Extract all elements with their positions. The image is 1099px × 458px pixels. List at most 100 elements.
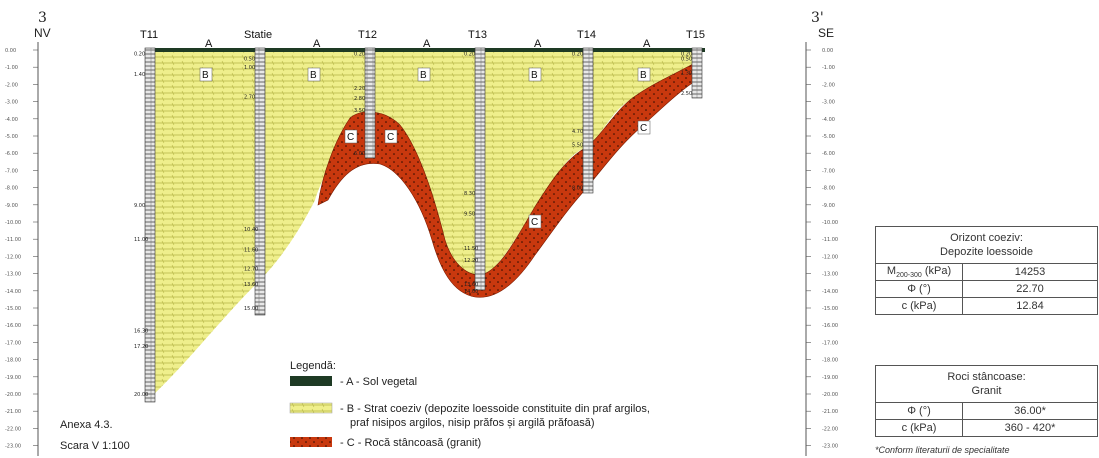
borehole-label: T11 — [140, 29, 158, 41]
left-end-number: 3 — [38, 10, 47, 26]
vegetal-soil-layer-a — [145, 48, 705, 52]
zone-label-b-box — [528, 67, 542, 82]
borehole-depth-value: 0.50 — [244, 57, 255, 63]
borehole-label: T12 — [358, 29, 377, 41]
table-row: c (kPa) 12.84 — [875, 297, 1098, 316]
zone-label-c-box — [344, 129, 358, 144]
legend-item-c: - C - Rocă stâncoasă (granit) — [340, 437, 481, 449]
borehole-depth-value: 12.20 — [464, 258, 478, 264]
boreholes: T110.201.409.0011.0016.3017.2020.00Stati… — [134, 29, 705, 403]
borehole-depth-value: 17.20 — [134, 344, 148, 350]
depth-tick-label: -20.00 — [5, 392, 21, 398]
depth-tick-label: -2.00 — [5, 82, 18, 88]
geological-profile: 3 NV 3' SE 0.00-1.00-2.00-3.00-4.00-5.00… — [5, 10, 838, 456]
depth-tick-label: -19.00 — [822, 375, 838, 381]
depth-tick-label: -3.00 — [5, 100, 18, 106]
zone-label-a: A — [423, 38, 431, 50]
borehole-depth-value: 9.50 — [464, 211, 475, 217]
borehole-column — [144, 47, 156, 403]
rock-layer-c — [317, 59, 701, 298]
borehole-depth-value: 2.50 — [681, 91, 692, 97]
depth-tick-label: -5.00 — [822, 134, 835, 140]
param-value: 12.84 — [962, 297, 1098, 316]
depth-tick-label: -17.00 — [822, 340, 838, 346]
cohesive-parameters-table: Orizont coeziv: Depozite loessoide M200-… — [875, 226, 1098, 316]
rock-table-title: Roci stâncoase: — [947, 371, 1026, 383]
param-value: 36.00* — [962, 402, 1098, 420]
param-unit: (kPa) — [921, 265, 952, 277]
zone-label-b: B — [640, 70, 647, 81]
depth-tick-label: -3.00 — [822, 100, 835, 106]
depth-tick-label: -23.00 — [822, 444, 838, 450]
borehole-depth-value: 5.50 — [572, 143, 583, 149]
depth-tick-label: -11.00 — [822, 237, 838, 243]
depth-tick-label: -18.00 — [822, 358, 838, 364]
depth-tick-label: -17.00 — [5, 340, 21, 346]
depth-tick-label: -22.00 — [822, 426, 838, 432]
borehole-depth-value: 9.00 — [134, 203, 145, 209]
zone-label-a: A — [534, 38, 542, 50]
param-value: 360 - 420* — [962, 419, 1098, 437]
cohesive-table-title: Orizont coeziv: — [950, 232, 1023, 244]
depth-tick-label: -19.00 — [5, 375, 21, 381]
param-label: Φ (°) — [875, 402, 963, 420]
borehole-label: Statie — [244, 29, 272, 41]
depth-tick-label: -13.00 — [5, 272, 21, 278]
zone-label-b: B — [202, 70, 209, 81]
borehole-depth-value: 8.00 — [572, 186, 583, 192]
zone-label-b: B — [531, 70, 538, 81]
borehole-depth-value: 1.40 — [134, 72, 145, 78]
depth-tick-label: -4.00 — [822, 117, 835, 123]
borehole-depth-value: 3.50 — [354, 108, 365, 114]
borehole-depth-value: 0.20 — [464, 51, 475, 57]
borehole-depth-value: 1.00 — [244, 65, 255, 71]
depth-tick-label: -4.00 — [5, 117, 18, 123]
depth-tick-label: -1.00 — [5, 65, 18, 71]
depth-tick-label: 0.00 — [5, 48, 16, 54]
depth-tick-label: -12.00 — [822, 254, 838, 260]
cohesive-layer-b — [145, 52, 700, 398]
borehole-depth-value: 8.30 — [464, 191, 475, 197]
borehole-label: T14 — [577, 29, 596, 41]
depth-tick-label: -21.00 — [5, 409, 21, 415]
vertical-scale: Scara V 1:100 — [60, 440, 130, 452]
depth-tick-label: -8.00 — [822, 186, 835, 192]
zone-label-b-box — [417, 67, 431, 82]
zone-label-c-box — [384, 129, 398, 144]
depth-tick-label: -7.00 — [5, 168, 18, 174]
depth-tick-label: -23.00 — [5, 444, 21, 450]
borehole-label: T13 — [468, 29, 487, 41]
depth-tick-label: -7.00 — [822, 168, 835, 174]
legend-item-b-cont: praf nisipos argilos, nisip prăfos și ar… — [350, 417, 595, 429]
left-end-orientation: NV — [34, 26, 51, 40]
depth-tick-label: -13.00 — [822, 272, 838, 278]
param-label: c (kPa) — [875, 419, 963, 437]
legend-swatch-c — [290, 437, 332, 447]
zone-label-b: B — [310, 70, 317, 81]
depth-tick-label: -6.00 — [822, 151, 835, 157]
annex-number: Anexa 4.3. — [60, 419, 113, 431]
depth-tick-label: -18.00 — [5, 358, 21, 364]
depth-tick-label: -10.00 — [5, 220, 21, 226]
right-depth-ticks: 0.00-1.00-2.00-3.00-4.00-5.00-6.00-7.00-… — [806, 48, 838, 450]
param-label: c (kPa) — [875, 297, 963, 316]
borehole-depth-value: 11.60 — [244, 248, 258, 254]
depth-tick-label: -2.00 — [822, 82, 835, 88]
depth-tick-label: -21.00 — [822, 409, 838, 415]
param-value: 14253 — [962, 262, 1098, 282]
borehole-depth-value: 1.30 — [681, 70, 692, 76]
zone-label-b-box — [637, 67, 651, 82]
borehole-depth-value: 0.50 — [681, 57, 692, 63]
depth-tick-label: -15.00 — [5, 306, 21, 312]
depth-tick-label: -16.00 — [822, 323, 838, 329]
legend-title: Legendă: — [290, 360, 336, 372]
borehole-depth-value: 0.20 — [134, 51, 145, 57]
cohesive-table-subtitle: Depozite loessoide — [940, 246, 1033, 258]
borehole-depth-value: 10.40 — [244, 227, 258, 233]
param-subscript: 200-300 — [896, 272, 922, 280]
depth-tick-label: -14.00 — [822, 289, 838, 295]
right-end-number: 3' — [811, 10, 824, 26]
borehole-depth-value: 2.70 — [244, 94, 255, 100]
borehole-depth-value: 11.00 — [134, 237, 148, 243]
